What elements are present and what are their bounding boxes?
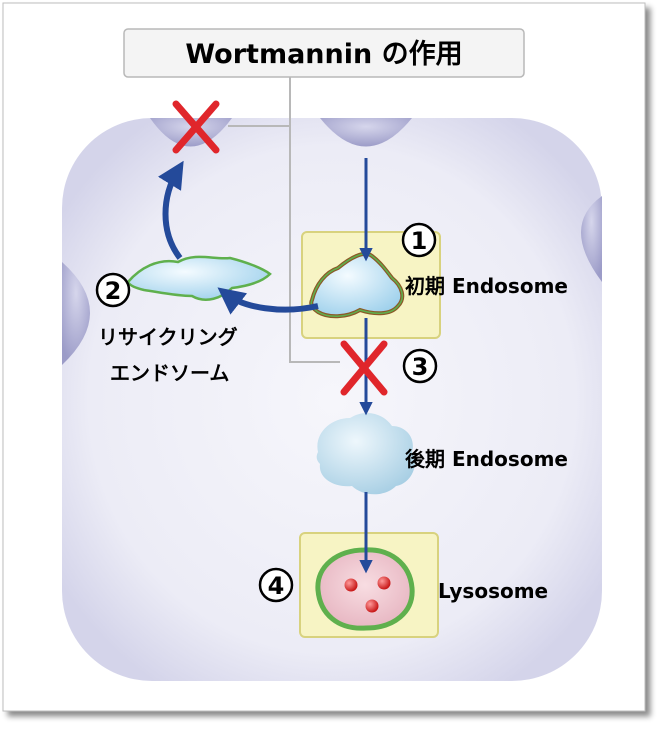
connector-line-down xyxy=(289,126,340,363)
recycling-endosome xyxy=(126,255,272,301)
membrane-pit-side-left xyxy=(62,262,90,365)
early-endosome-rim xyxy=(310,253,403,317)
label-late-endosome: 後期 Endosome xyxy=(405,447,568,471)
membrane-pit-side-right xyxy=(581,196,602,282)
block-cross-recycling xyxy=(172,100,220,154)
marker-4: 4 xyxy=(258,567,294,603)
late-endosome xyxy=(316,412,415,495)
svg-text:4: 4 xyxy=(268,572,285,600)
label-recycling-line1: リサイクリング xyxy=(98,325,238,349)
label-early-endosome: 初期 Endosome xyxy=(405,274,568,298)
arrow-recycling-to-membrane xyxy=(158,160,184,260)
membrane-pit-right xyxy=(320,118,412,147)
lysosome-dot xyxy=(365,599,379,613)
title-text: Wortmannin の作用 xyxy=(185,39,462,70)
label-lysosome: Lysosome xyxy=(438,579,548,603)
marker-1: 1 xyxy=(401,222,437,258)
lysosome-dot xyxy=(377,576,391,590)
label-recycling-line2: エンドソーム xyxy=(110,361,229,385)
block-cross-late xyxy=(340,340,388,396)
svg-text:3: 3 xyxy=(412,353,429,381)
marker-2: 2 xyxy=(95,272,131,308)
marker-3: 3 xyxy=(402,348,438,384)
lysosome-dot xyxy=(344,578,358,592)
arrow-early-to-recycling xyxy=(217,287,319,315)
svg-text:1: 1 xyxy=(411,227,428,255)
lysosome xyxy=(315,547,415,631)
title-box xyxy=(123,28,525,78)
svg-text:2: 2 xyxy=(105,277,122,305)
